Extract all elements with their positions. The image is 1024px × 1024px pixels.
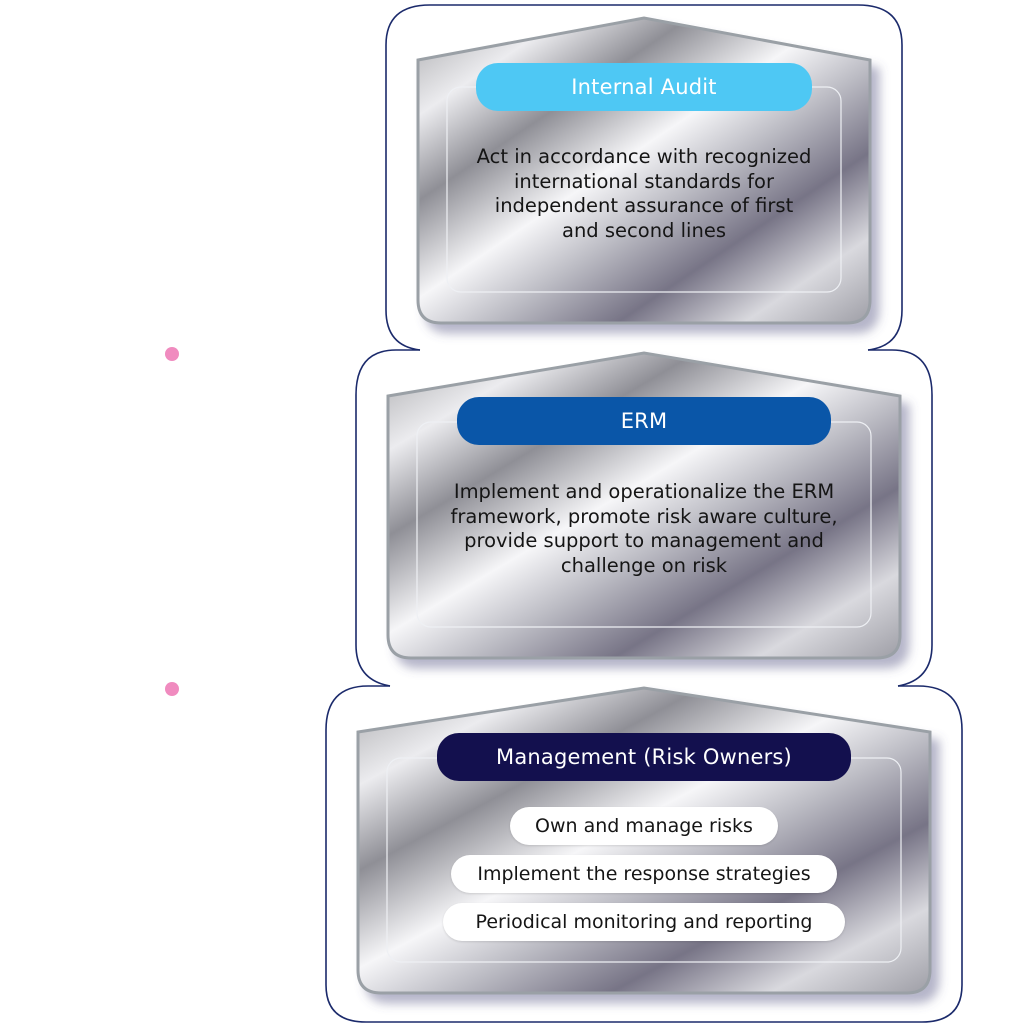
tier-outline-erm [355, 349, 933, 687]
bullet-dot [165, 347, 179, 361]
internal-audit-title: Internal Audit [476, 63, 812, 111]
internal-audit-description: Act in accordance with recognized intern… [476, 145, 812, 242]
bullet-dot [165, 682, 179, 696]
management-item: Own and manage risks [510, 807, 778, 845]
management-title: Management (Risk Owners) [437, 733, 851, 781]
tier-outline-management [325, 685, 963, 1023]
management-item: Periodical monitoring and reporting [443, 903, 845, 941]
management-item: Implement the response strategies [451, 855, 837, 893]
erm-description: Implement and operationalize the ERM fra… [450, 480, 838, 577]
tier-outline-internal-audit [385, 4, 903, 351]
erm-title: ERM [457, 397, 831, 445]
